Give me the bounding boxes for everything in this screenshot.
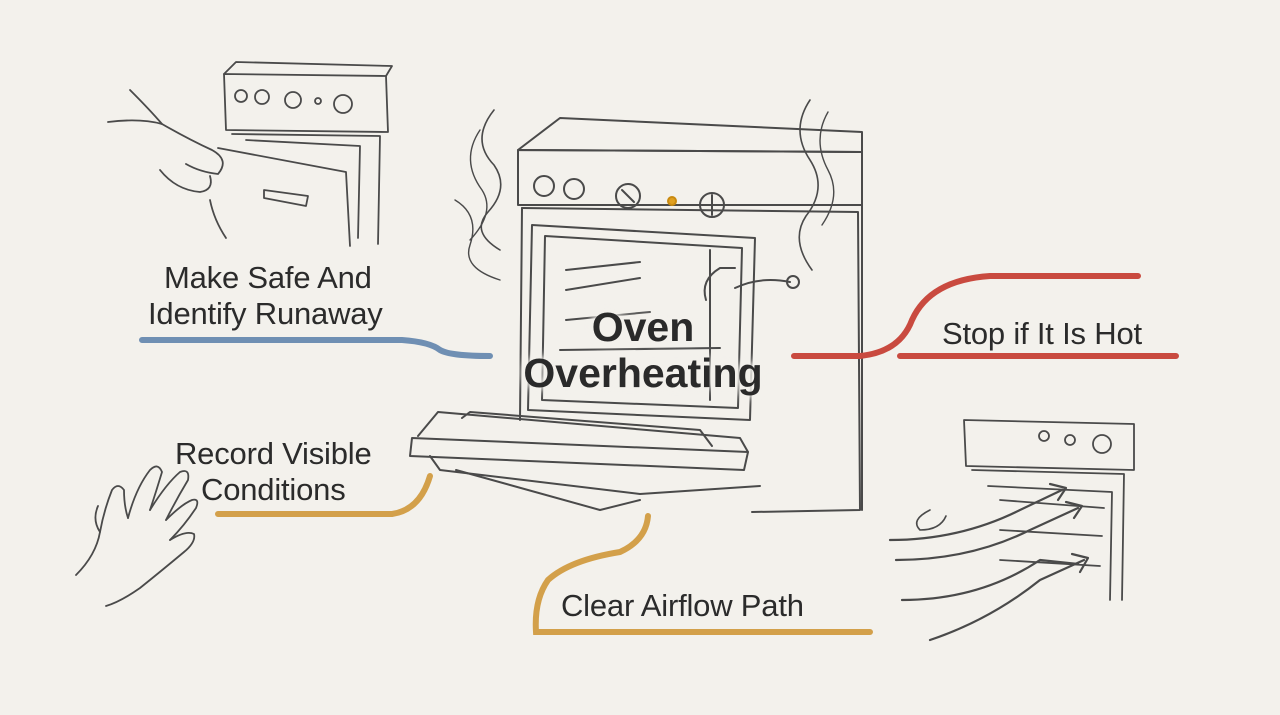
- connector-stop-hot: [791, 273, 1179, 359]
- title-line2: Overheating: [523, 350, 763, 396]
- label-airflow: Clear Airflow Path: [561, 588, 804, 624]
- label-record: Record Visible Conditions: [175, 436, 372, 508]
- make-safe-line1: Make Safe And: [164, 260, 372, 295]
- label-stop-hot: Stop if It Is Hot: [942, 316, 1142, 352]
- connector-airflow: [532, 513, 873, 635]
- title-line1: Oven: [591, 304, 695, 350]
- record-line1: Record Visible: [175, 436, 372, 471]
- airflow-oven-icon: [888, 419, 1135, 642]
- make-safe-line2: Identify Runaway: [148, 296, 383, 331]
- raised-hand-icon: [75, 465, 199, 607]
- diagram-title: Oven Overheating: [498, 304, 788, 396]
- oven-illustration: [409, 99, 863, 513]
- record-line2: Conditions: [201, 472, 346, 507]
- connector-record: [215, 473, 433, 517]
- label-make-safe: Make Safe And Identify Runaway: [148, 260, 383, 332]
- stop-hot-text: Stop if It Is Hot: [942, 316, 1142, 351]
- hand-opening-oven-icon: [107, 61, 393, 247]
- connector-make-safe: [139, 337, 493, 359]
- airflow-text: Clear Airflow Path: [561, 588, 804, 623]
